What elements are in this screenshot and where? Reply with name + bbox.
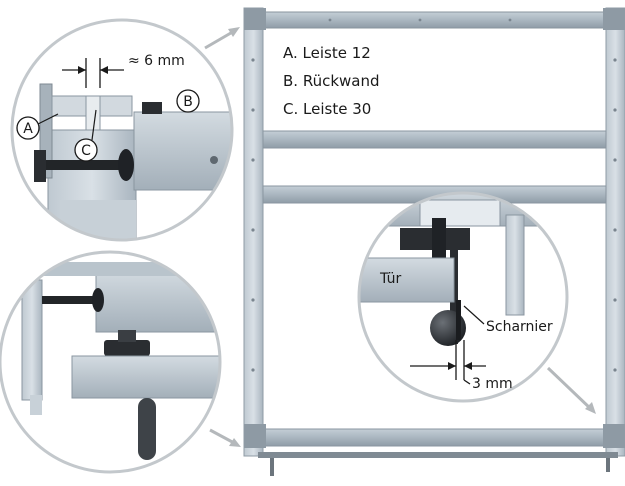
gap-label: 3 mm bbox=[472, 376, 513, 392]
pointer-bottom-left-arrowhead bbox=[229, 438, 241, 447]
upper-crossbar bbox=[262, 130, 607, 149]
bottom-hinge-rod bbox=[258, 452, 618, 458]
legend-item-b: B. Rückwand bbox=[283, 72, 380, 90]
pointer-bottom-left bbox=[209, 428, 237, 446]
main-frame bbox=[243, 7, 625, 476]
marker-a-letter: A bbox=[23, 121, 33, 137]
marker-b: B bbox=[176, 89, 200, 113]
legend-item-a: A. Leiste 12 bbox=[283, 44, 371, 62]
right-foot bbox=[606, 458, 610, 472]
marker-c-letter: C bbox=[81, 143, 91, 159]
top-rail bbox=[245, 11, 623, 29]
left-foot bbox=[270, 458, 274, 476]
hinge-label: Scharnier bbox=[486, 319, 553, 335]
callout-top-left: ≈ 6 mm A B C bbox=[10, 18, 234, 242]
legend: A. Leiste 12 B. Rückwand C. Leiste 30 bbox=[283, 44, 380, 118]
hinge-leader bbox=[463, 305, 485, 325]
marker-b-letter: B bbox=[183, 94, 193, 110]
dimension-3mm bbox=[410, 340, 486, 385]
dimension-label-6mm: ≈ 6 mm bbox=[128, 53, 185, 69]
pointer-bottom-right bbox=[546, 366, 594, 412]
door-label: Tür bbox=[379, 271, 402, 287]
legend-item-c: C. Leiste 30 bbox=[283, 100, 371, 118]
post-rivets bbox=[251, 18, 617, 372]
dimension-6mm bbox=[62, 58, 124, 88]
callout-bottom-left bbox=[0, 250, 222, 474]
bottom-left-bracket bbox=[244, 424, 266, 448]
callout-hinge-gap: Tür Scharnier 3 mm bbox=[357, 191, 569, 403]
bottom-rail bbox=[262, 428, 607, 447]
marker-a: A bbox=[16, 113, 59, 140]
left-post bbox=[243, 7, 264, 457]
pointer-bottom-right-arrowhead bbox=[585, 402, 596, 414]
marker-c: C bbox=[74, 109, 98, 162]
pointer-top-left-arrowhead bbox=[228, 27, 240, 37]
top-left-bracket bbox=[244, 8, 266, 30]
right-post bbox=[605, 7, 625, 457]
top-right-bracket bbox=[603, 8, 625, 30]
callout-pointers bbox=[204, 27, 596, 447]
bottom-right-bracket bbox=[603, 424, 625, 448]
